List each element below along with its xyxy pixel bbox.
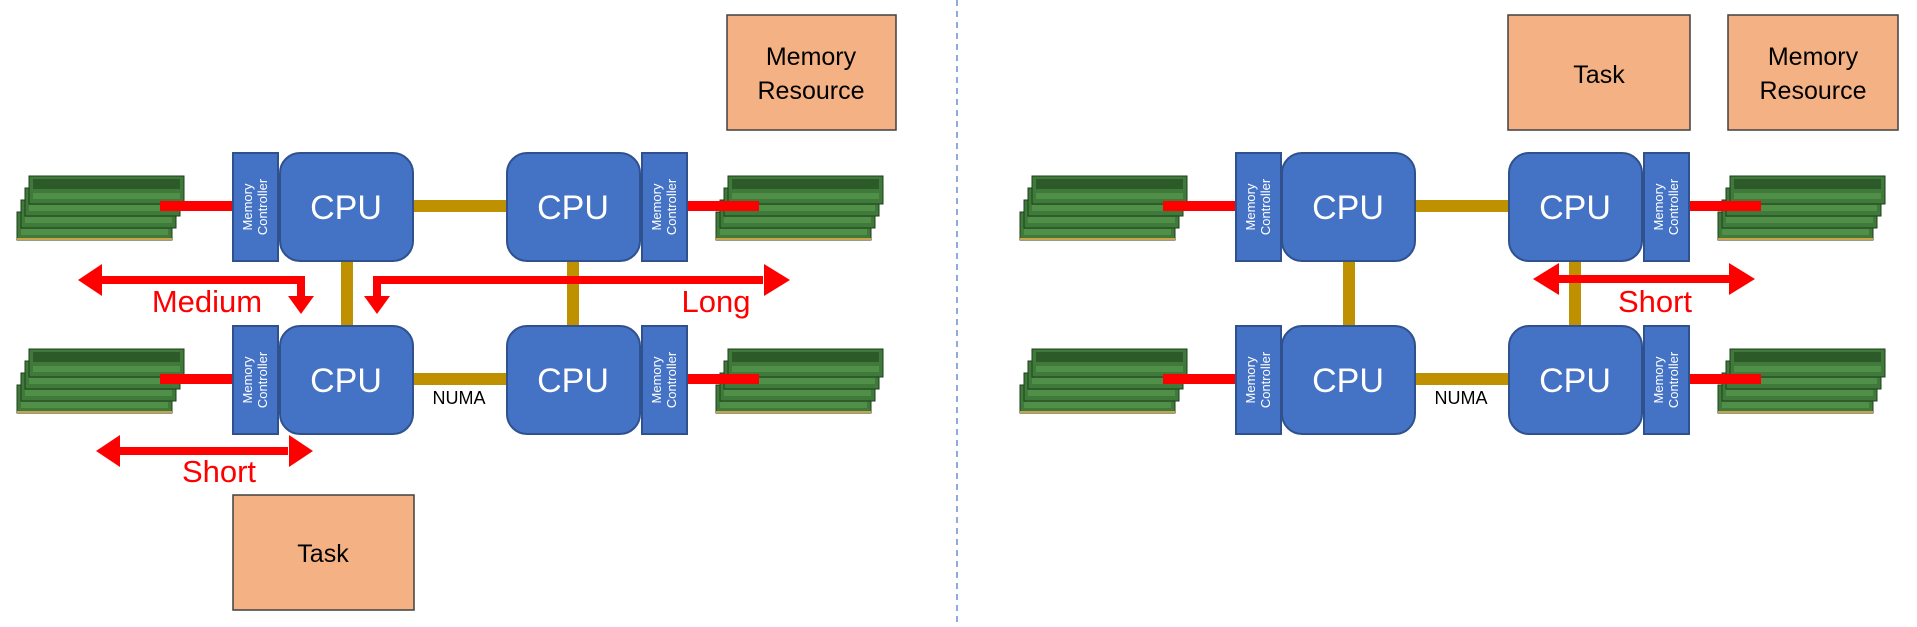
cpu [1508, 152, 1643, 262]
memory-controller-label: Memory [649, 356, 664, 403]
cpu-label: CPU [1539, 362, 1611, 400]
cpu-label: CPU [1539, 189, 1611, 227]
dimm-stack [1019, 175, 1188, 241]
memory-controller-label: Memory [240, 183, 255, 230]
cpu-label: CPU [310, 189, 382, 227]
distance-label-short: Short [182, 454, 256, 489]
interconnect [567, 262, 579, 326]
memory-resource-label: Resource [1760, 77, 1867, 105]
memory-controller-label: Controller [1666, 351, 1681, 408]
memory-controller-label: Controller [664, 178, 679, 235]
memory-controller [641, 325, 688, 435]
memory-link [160, 374, 233, 384]
short-arrow [96, 435, 313, 467]
memory-controller [232, 152, 279, 262]
memory-link [1688, 374, 1761, 384]
memory-link [160, 201, 233, 211]
interconnect [412, 373, 508, 385]
distance-label-long: Long [682, 284, 751, 319]
memory-link [686, 201, 759, 211]
task-label: Task [1573, 61, 1625, 89]
task-box [232, 494, 415, 611]
cpu [279, 152, 414, 262]
interconnect [341, 262, 353, 326]
cpu [1281, 152, 1416, 262]
memory-controller [1643, 325, 1690, 435]
cpu-label: CPU [310, 362, 382, 400]
memory-controller-label: Memory [1651, 183, 1666, 230]
memory-controller-label: Controller [1258, 178, 1273, 235]
memory-controller-label: Memory [649, 183, 664, 230]
interconnect [1414, 373, 1510, 385]
memory-resource-label: Resource [758, 77, 865, 105]
short-arrow [1533, 263, 1755, 295]
cpu-label: CPU [1312, 362, 1384, 400]
task-label: Task [297, 540, 349, 568]
cpu [506, 152, 641, 262]
memory-controller-label: Controller [255, 178, 270, 235]
memory-controller [1235, 325, 1282, 435]
cpu [279, 325, 414, 435]
interconnect [1569, 262, 1581, 326]
memory-resource-box [1727, 14, 1899, 131]
interconnect [1343, 262, 1355, 326]
dimm-stack [1019, 348, 1188, 414]
cpu-label: CPU [537, 362, 609, 400]
memory-controller [232, 325, 279, 435]
memory-link [1163, 374, 1236, 384]
memory-link [1163, 201, 1236, 211]
memory-resource-label: Memory [1768, 43, 1859, 71]
cpu [1508, 325, 1643, 435]
left-panel: Memory Controller CPU CPU Memory Control… [16, 14, 897, 611]
distance-label-short: Short [1618, 284, 1692, 319]
cpu [506, 325, 641, 435]
cpu [1281, 325, 1416, 435]
memory-controller-label: Memory [1243, 356, 1258, 403]
dimm-stack [16, 348, 185, 414]
memory-controller-label: Controller [1258, 351, 1273, 408]
memory-link [686, 374, 759, 384]
right-panel: Memory Controller CPU CPU Memory Control… [1019, 14, 1899, 435]
memory-controller-label: Controller [664, 351, 679, 408]
memory-controller-label: Memory [1243, 183, 1258, 230]
task-box [1507, 14, 1691, 131]
interconnect [1414, 200, 1510, 212]
medium-arrow [78, 264, 314, 314]
memory-controller-label: Controller [255, 351, 270, 408]
memory-controller [1643, 152, 1690, 262]
interconnect [412, 200, 508, 212]
memory-link [1688, 201, 1761, 211]
memory-resource-box [726, 14, 897, 131]
cpu-label: CPU [537, 189, 609, 227]
memory-resource-label: Memory [766, 43, 857, 71]
numa-label: NUMA [433, 388, 486, 408]
long-arrow [364, 264, 790, 314]
memory-controller-label: Memory [240, 356, 255, 403]
numa-label: NUMA [1435, 388, 1488, 408]
cpu-label: CPU [1312, 189, 1384, 227]
memory-controller [641, 152, 688, 262]
memory-controller-label: Controller [1666, 178, 1681, 235]
dimm-stack [16, 175, 185, 241]
distance-label-medium: Medium [152, 284, 262, 319]
memory-controller-label: Memory [1651, 356, 1666, 403]
